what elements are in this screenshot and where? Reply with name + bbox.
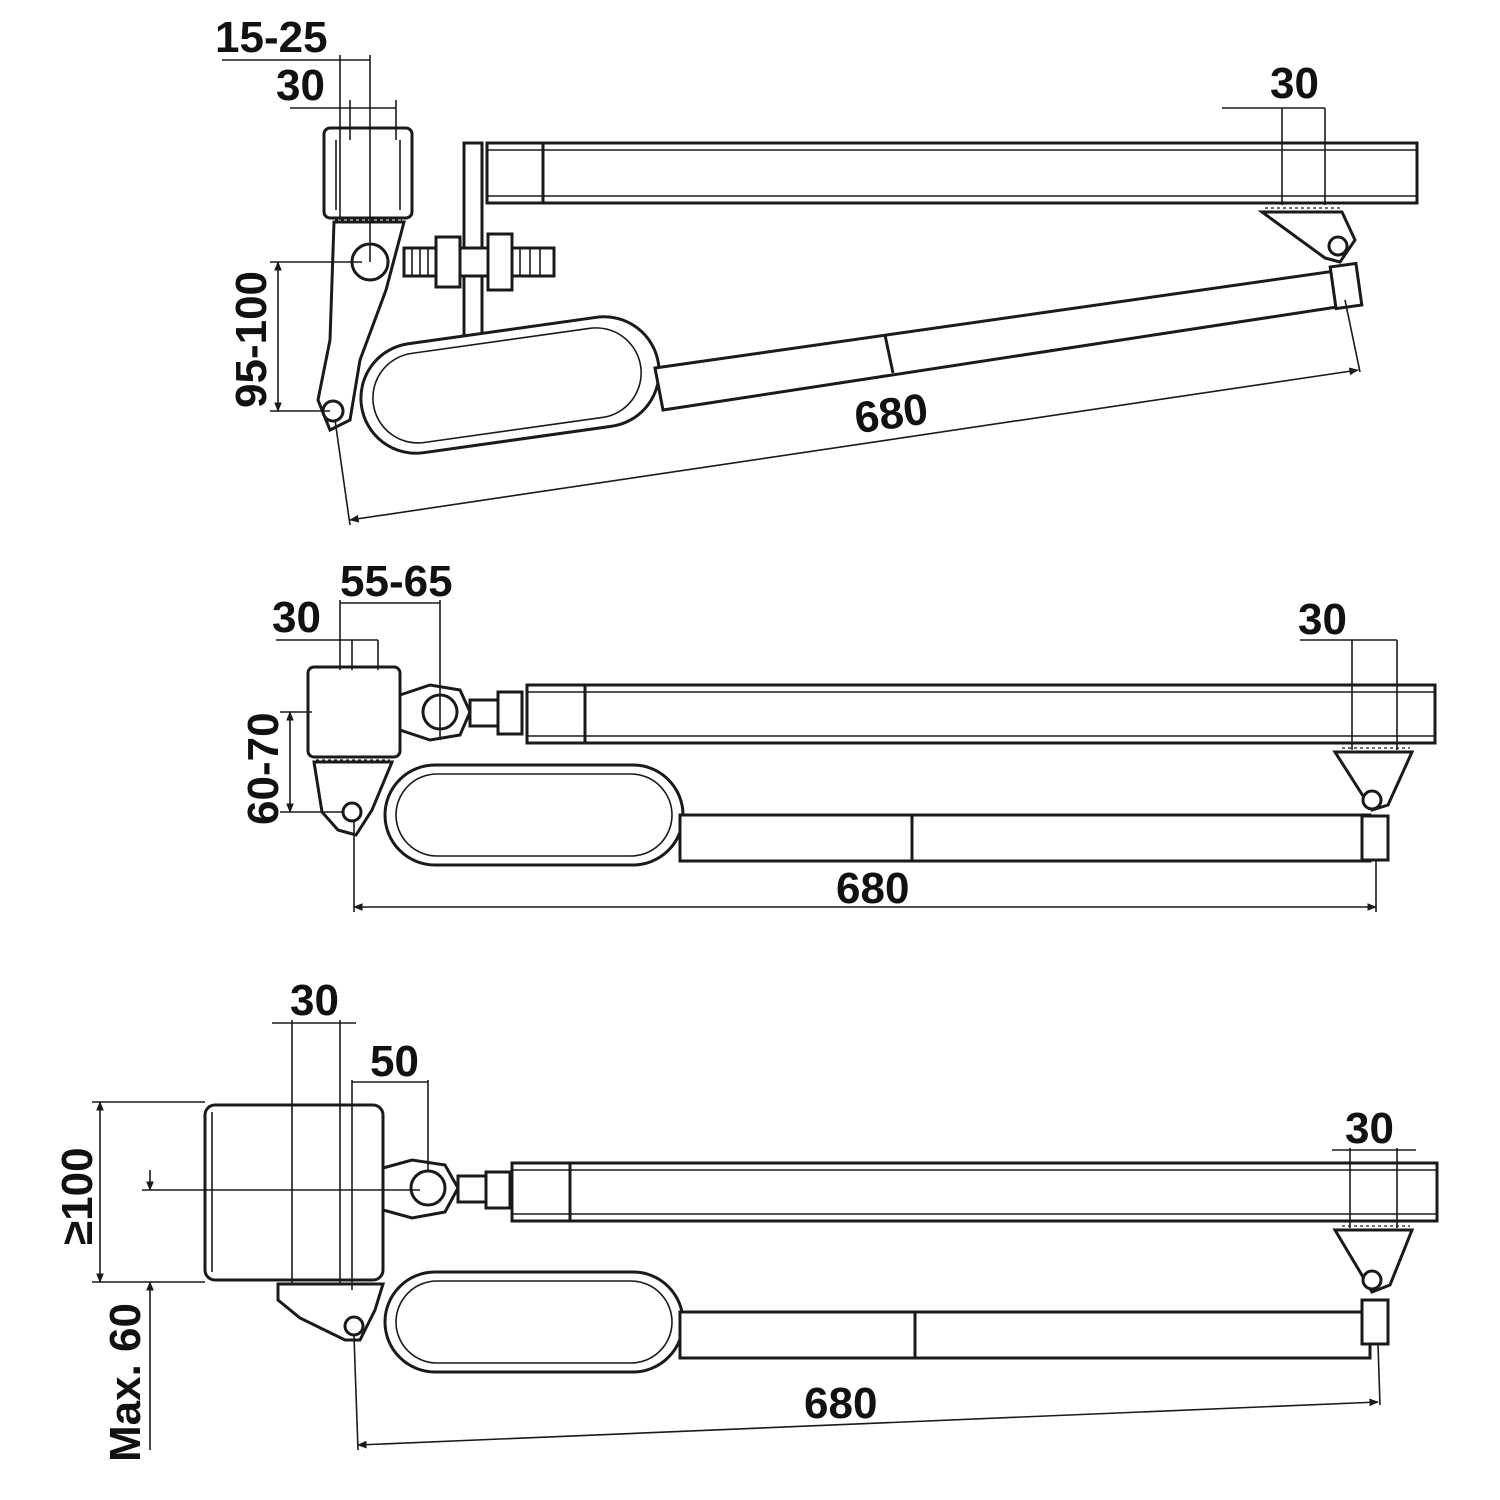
gate-leaf-bottom xyxy=(510,1161,1439,1223)
dim-30-top-right: 30 xyxy=(1222,59,1326,205)
dim-label: ≥100 xyxy=(53,1147,102,1245)
dim-50-bottom: 50 xyxy=(351,1037,429,1290)
dim-label: 15-25 xyxy=(215,13,328,62)
leaf-bracket-top xyxy=(1257,207,1357,264)
dim-30-middle-left: 30 xyxy=(272,593,379,670)
dim-label: 30 xyxy=(1298,595,1347,644)
leaf-bracket-middle xyxy=(1332,747,1415,812)
dim-ge100-bottom: ≥100 xyxy=(53,1101,205,1283)
rod-end-bottom xyxy=(381,1158,512,1220)
dim-label: 30 xyxy=(272,593,321,642)
dim-30-middle-right: 30 xyxy=(1298,595,1398,750)
actuator-arm-middle xyxy=(678,813,1390,863)
view-middle: 55-65 30 30 60-70 680 xyxy=(239,557,1437,913)
dim-label: 680 xyxy=(851,385,931,444)
post-bracket-bottom xyxy=(276,1282,386,1342)
dim-label: 30 xyxy=(1270,59,1319,108)
pillar-block-bottom xyxy=(203,1103,385,1282)
dim-95-100-top: 95-100 xyxy=(227,261,362,412)
dim-label: 50 xyxy=(370,1037,419,1086)
actuator-arm-bottom xyxy=(678,1298,1390,1360)
motor-housing-top xyxy=(359,315,661,455)
dim-60-70-middle: 60-70 xyxy=(239,711,344,825)
dim-30-bottom-right: 30 xyxy=(1332,1104,1416,1228)
dim-680-bottom: 680 xyxy=(353,1335,1381,1451)
motor-housing-middle xyxy=(383,763,685,867)
dim-label: 95-100 xyxy=(227,271,276,408)
rod-end-middle xyxy=(398,683,524,742)
dim-label: 680 xyxy=(804,1379,877,1428)
actuator-arm-top xyxy=(653,261,1364,412)
gate-leaf-top xyxy=(462,141,1419,338)
dim-30-top-left: 30 xyxy=(276,61,397,140)
gate-leaf-middle xyxy=(525,683,1437,745)
dim-15-25-top: 15-25 xyxy=(215,13,371,262)
view-bottom: 30 50 30 ≥100 Max. 60 xyxy=(53,976,1439,1462)
dim-max60-bottom: Max. 60 xyxy=(101,1170,420,1462)
dim-30-bottom-left: 30 xyxy=(272,976,356,1284)
motor-housing-bottom xyxy=(383,1270,685,1374)
dim-55-65-middle: 55-65 xyxy=(339,557,453,740)
dim-label: Max. 60 xyxy=(101,1303,150,1462)
dim-label: 55-65 xyxy=(340,557,453,606)
dim-label: 30 xyxy=(276,61,325,110)
dim-680-top: 680 xyxy=(334,299,1361,526)
view-top: 15-25 30 30 95-100 680 xyxy=(215,13,1419,526)
dim-label: 30 xyxy=(1345,1104,1394,1153)
dim-label: 30 xyxy=(290,976,339,1025)
dim-label: 60-70 xyxy=(239,712,288,825)
threaded-bolt-top xyxy=(402,232,556,292)
dim-label: 680 xyxy=(836,864,909,913)
leaf-bracket-bottom xyxy=(1332,1225,1415,1294)
dim-680-middle: 680 xyxy=(353,822,1377,913)
